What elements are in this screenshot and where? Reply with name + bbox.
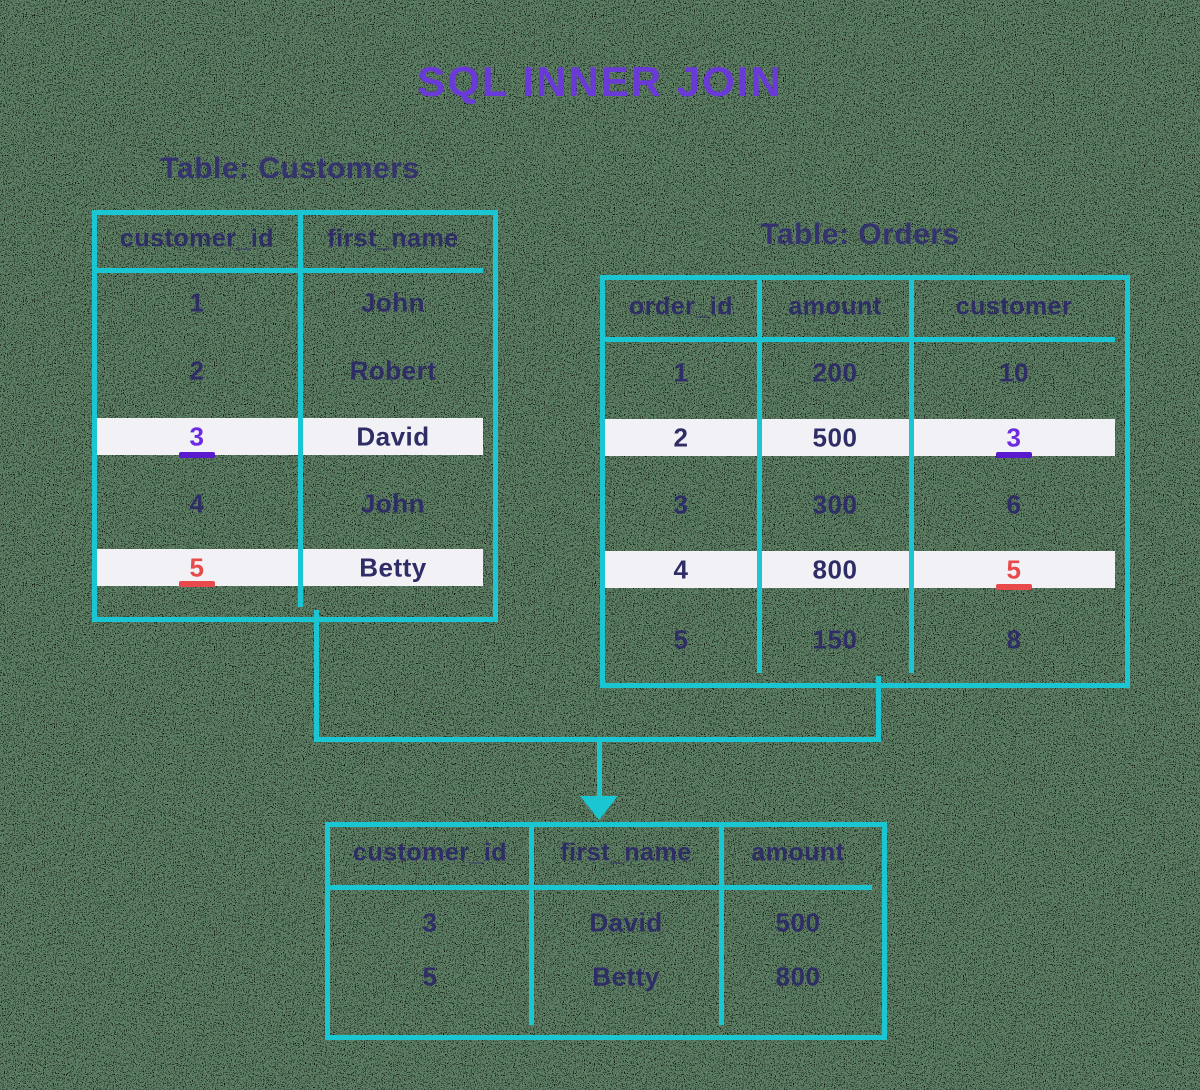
- cell-customer-id-matched: 5: [189, 552, 205, 583]
- column-header: customer_id: [119, 224, 275, 253]
- column-header: customer_id: [352, 838, 508, 867]
- cell-customer-id: 4: [189, 488, 205, 519]
- header-separator: [605, 337, 1115, 342]
- column-separator: [529, 827, 534, 1025]
- cell-customer-id-matched: 3: [189, 421, 205, 452]
- cell-customer: 6: [1006, 489, 1022, 520]
- inner-join-result-table: customer_id first_name amount 3 David 50…: [325, 822, 887, 1040]
- cell-first-name: David: [589, 907, 663, 938]
- highlight-band-red: [97, 549, 483, 586]
- column-header: customer: [955, 292, 1073, 321]
- cell-customer: 8: [1006, 624, 1022, 655]
- cell-customer-id: 2: [189, 355, 205, 386]
- cell-order-id: 3: [673, 489, 689, 520]
- cell-order-id: 4: [673, 554, 689, 585]
- cell-order-id: 5: [673, 624, 689, 655]
- highlight-band-purple: [97, 418, 483, 455]
- column-header: amount: [751, 838, 845, 867]
- cell-first-name: John: [360, 287, 426, 318]
- cell-customer-matched: 3: [1006, 422, 1022, 453]
- cell-amount: 800: [812, 554, 858, 585]
- cell-amount: 500: [812, 422, 858, 453]
- column-separator: [909, 280, 914, 673]
- cell-amount: 200: [812, 357, 858, 388]
- cell-first-name: Betty: [592, 961, 660, 992]
- cell-first-name: David: [356, 421, 430, 452]
- match-underline-purple: [996, 452, 1032, 458]
- match-underline-purple: [179, 452, 215, 458]
- customers-table: customer_id first_name 1 John 2 Robert 3…: [92, 210, 498, 622]
- column-header: first_name: [327, 224, 459, 253]
- cell-amount: 800: [775, 961, 821, 992]
- cell-customer-id: 3: [422, 907, 438, 938]
- connector-line-from-orders: [876, 676, 881, 742]
- join-arrow-icon: [580, 796, 618, 820]
- cell-order-id: 2: [673, 422, 689, 453]
- cell-customer-matched: 5: [1006, 554, 1022, 585]
- cell-customer-id: 1: [189, 287, 205, 318]
- connector-line-from-customers: [314, 610, 319, 742]
- cell-first-name: Robert: [349, 355, 437, 386]
- column-header: order_id: [628, 292, 734, 321]
- highlight-band-purple: [605, 419, 1115, 456]
- column-separator: [719, 827, 724, 1025]
- cell-amount: 150: [812, 624, 858, 655]
- cell-amount: 500: [775, 907, 821, 938]
- customers-table-caption: Table: Customers: [160, 152, 420, 185]
- column-header: first_name: [560, 838, 692, 867]
- page-title: SQL INNER JOIN: [417, 58, 783, 105]
- header-separator: [330, 885, 872, 890]
- cell-customer: 10: [999, 357, 1029, 388]
- match-underline-red: [996, 584, 1032, 590]
- column-header: amount: [788, 292, 882, 321]
- column-separator: [298, 215, 303, 607]
- cell-amount: 300: [812, 489, 858, 520]
- orders-table: order_id amount customer 1 200 10 2 500 …: [600, 275, 1130, 688]
- column-separator: [757, 280, 762, 673]
- cell-customer-id: 5: [422, 961, 438, 992]
- cell-order-id: 1: [673, 357, 689, 388]
- highlight-band-red: [605, 551, 1115, 588]
- connector-line-horizontal: [314, 737, 881, 742]
- header-separator: [97, 268, 483, 273]
- connector-line-to-result: [597, 742, 602, 798]
- cell-first-name: John: [360, 488, 426, 519]
- match-underline-red: [179, 581, 215, 587]
- cell-first-name: Betty: [359, 552, 427, 583]
- orders-table-caption: Table: Orders: [760, 218, 960, 251]
